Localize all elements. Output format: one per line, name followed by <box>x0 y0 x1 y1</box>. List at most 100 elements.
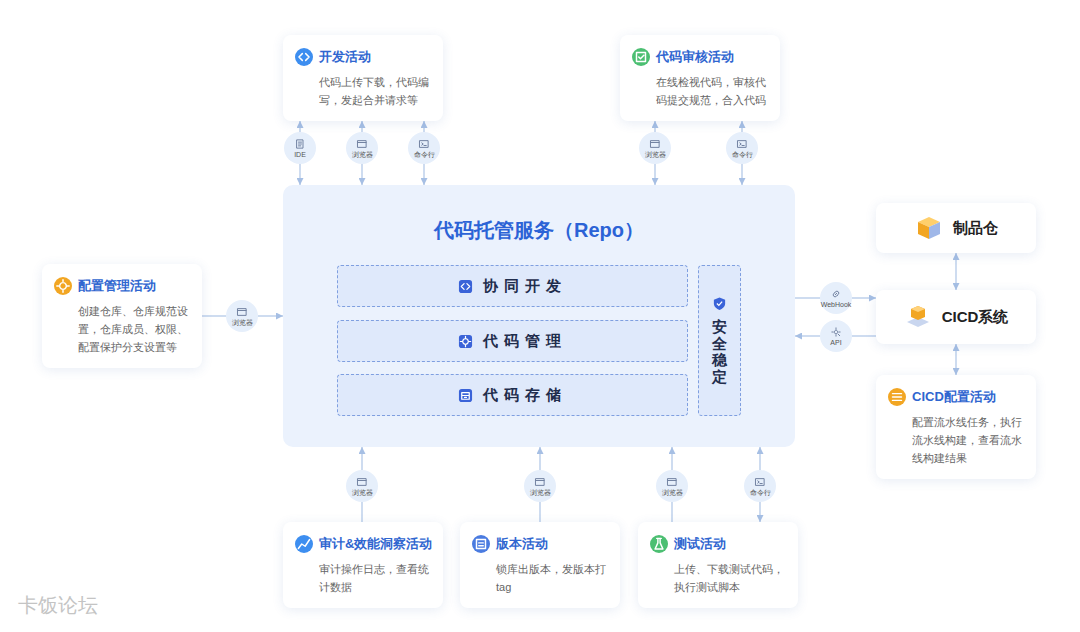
system-name: 制品仓 <box>953 219 998 238</box>
activity-title: CICD配置活动 <box>912 387 996 407</box>
access-channel-circle: 浏览器 <box>226 300 258 332</box>
channel-label: 命令行 <box>750 489 771 497</box>
channel-icon <box>754 476 766 488</box>
card-header: 审计&效能洞察活动 <box>295 534 435 554</box>
connector <box>741 164 742 185</box>
card-header: 版本活动 <box>472 534 612 554</box>
capability-label: 代码管理 <box>483 332 567 351</box>
channel-icon <box>736 138 748 150</box>
connector <box>759 447 760 470</box>
connector <box>852 297 876 298</box>
activity-card: 审计&效能洞察活动审计操作日志，查看统计数据 <box>283 522 443 608</box>
channel-icon <box>294 138 306 150</box>
connector <box>759 502 760 522</box>
connector <box>539 502 540 522</box>
connector <box>299 121 300 132</box>
connector <box>955 253 956 290</box>
activity-card: 开发活动代码上传下载，代码编写，发起合并请求等 <box>283 35 443 121</box>
activity-description: 审计操作日志，查看统计数据 <box>319 560 435 596</box>
connector <box>361 502 362 522</box>
activity-description: 锁库出版本，发版本打tag <box>496 560 612 596</box>
channel-label: API <box>830 339 841 347</box>
service-title: 代码托管服务（Repo） <box>283 217 795 244</box>
capability-icon <box>712 296 727 311</box>
capability-icon <box>458 279 473 294</box>
activity-card: 版本活动锁库出版本，发版本打tag <box>460 522 620 608</box>
activity-icon <box>888 388 906 406</box>
connector <box>671 447 672 470</box>
activity-title: 代码审核活动 <box>656 47 734 67</box>
channel-label: 命令行 <box>732 151 753 159</box>
capability-band: 协同开发 <box>337 265 688 307</box>
connector <box>741 121 742 132</box>
connector <box>654 164 655 185</box>
activity-description: 上传、下载测试代码，执行测试脚本 <box>674 560 790 596</box>
capability-label: 代码存储 <box>483 386 567 405</box>
channel-label: 浏览器 <box>352 151 373 159</box>
activity-description: 在线检视代码，审核代码提交规范，合入代码 <box>656 73 772 109</box>
system-icon <box>915 214 943 242</box>
activity-description: 创建仓库、仓库规范设置，仓库成员、权限、配置保护分支设置等 <box>78 302 194 356</box>
channel-label: WebHook <box>821 301 852 309</box>
capability-label: 协同开发 <box>483 277 567 296</box>
connector <box>539 447 540 470</box>
channel-label: 浏览器 <box>645 151 666 159</box>
connector <box>423 121 424 132</box>
connector <box>258 315 283 316</box>
access-channel-circle: 浏览器 <box>656 470 688 502</box>
activity-title: 配置管理活动 <box>78 276 156 296</box>
access-channel-circle: 浏览器 <box>524 470 556 502</box>
channel-icon <box>418 138 430 150</box>
system-icon <box>904 303 932 331</box>
connector <box>423 164 424 185</box>
system-box: 制品仓 <box>876 203 1036 253</box>
activity-title: 测试活动 <box>674 534 726 554</box>
activity-title: 开发活动 <box>319 47 371 67</box>
capability-column: 安全稳定 <box>698 265 741 416</box>
capability-band: 代码存储 <box>337 374 688 416</box>
activity-card: 代码审核活动在线检视代码，审核代码提交规范，合入代码 <box>620 35 780 121</box>
access-channel-circle: 浏览器 <box>639 132 671 164</box>
connector <box>361 164 362 185</box>
access-channel-circle: 浏览器 <box>346 132 378 164</box>
access-channel-circle: IDE <box>284 132 316 164</box>
channel-label: IDE <box>294 151 306 159</box>
connector <box>852 335 876 336</box>
access-channel-circle: API <box>820 320 852 352</box>
card-header: 代码审核活动 <box>632 47 772 67</box>
capability-icon <box>458 388 473 403</box>
capability-band: 代码管理 <box>337 320 688 362</box>
connector <box>671 502 672 522</box>
channel-icon <box>356 476 368 488</box>
activity-icon <box>650 535 668 553</box>
card-header: 配置管理活动 <box>54 276 194 296</box>
channel-label: 浏览器 <box>352 489 373 497</box>
access-channel-circle: WebHook <box>820 282 852 314</box>
connector <box>361 121 362 132</box>
channel-label: 命令行 <box>414 151 435 159</box>
service-container: 协同开发代码管理代码存储 安全稳定 代码托管服务（Repo） <box>283 185 795 447</box>
watermark: 卡饭论坛 <box>18 592 98 619</box>
capability-label: 安全稳定 <box>712 319 727 385</box>
activity-title: 版本活动 <box>496 534 548 554</box>
activity-card: CICD配置活动配置流水线任务，执行流水线构建，查看流水线构建结果 <box>876 375 1036 479</box>
connector <box>654 121 655 132</box>
activity-card: 配置管理活动创建仓库、仓库规范设置，仓库成员、权限、配置保护分支设置等 <box>42 264 202 368</box>
access-channel-circle: 命令行 <box>408 132 440 164</box>
connector <box>795 297 820 298</box>
connector <box>955 344 956 375</box>
channel-icon <box>356 138 368 150</box>
card-header: 开发活动 <box>295 47 435 67</box>
activity-icon <box>54 277 72 295</box>
channel-icon <box>534 476 546 488</box>
access-channel-circle: 浏览器 <box>346 470 378 502</box>
channel-icon <box>649 138 661 150</box>
connector <box>202 315 226 316</box>
card-header: CICD配置活动 <box>888 387 1028 407</box>
channel-icon <box>666 476 678 488</box>
activity-icon <box>295 535 313 553</box>
channel-icon <box>830 326 842 338</box>
activity-icon <box>632 48 650 66</box>
access-channel-circle: 命令行 <box>744 470 776 502</box>
